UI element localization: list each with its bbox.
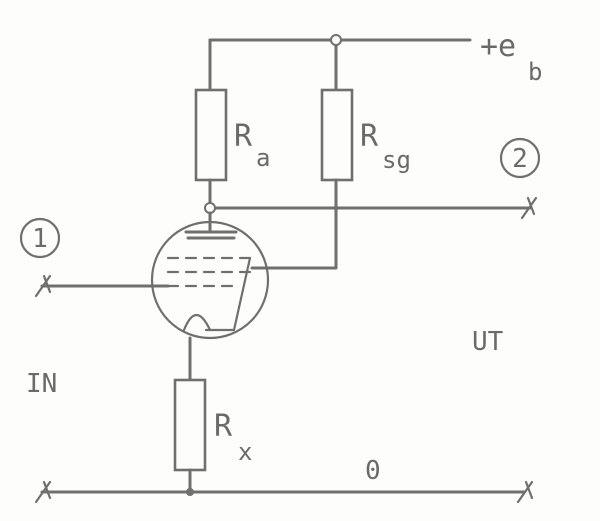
suppressor-link <box>204 256 252 332</box>
anode-resistor <box>194 88 228 207</box>
pentode-tube <box>150 220 270 382</box>
ground-node <box>186 488 194 496</box>
input-port-number: 1 <box>32 224 48 254</box>
cathode-resistor-subscript: x <box>238 438 252 466</box>
heater-arc <box>182 313 212 332</box>
input-line <box>34 274 170 298</box>
tube-envelope <box>150 220 270 340</box>
input-terminal-mark <box>34 274 52 298</box>
supply-subscript: b <box>528 58 542 86</box>
cathode-resistor-body <box>173 378 207 472</box>
screen-resistor-subscript: sg <box>382 146 411 174</box>
screen-resistor-symbol: R <box>360 119 379 154</box>
supply-label: +e <box>480 29 516 64</box>
screen-resistor-body <box>320 88 354 182</box>
output-port: 2 <box>499 137 541 179</box>
output-terminal-mark <box>520 196 538 220</box>
screen-resistor <box>250 88 354 270</box>
input-port: 1 <box>19 217 61 259</box>
cathode-resistor <box>173 378 207 492</box>
anode-resistor-symbol: R <box>234 119 253 154</box>
ground-right-terminal-mark <box>516 480 534 504</box>
output-line <box>204 196 538 234</box>
supply-rail <box>208 34 472 92</box>
cathode-resistor-symbol: R <box>214 409 233 444</box>
input-label: IN <box>26 369 57 399</box>
output-port-number: 2 <box>512 144 528 174</box>
anode-resistor-subscript: a <box>256 144 270 172</box>
ground-rail <box>34 480 534 504</box>
output-label: UT <box>472 327 504 357</box>
supply-node <box>330 34 342 46</box>
anode-resistor-body <box>194 88 228 182</box>
ground-left-terminal-mark <box>34 480 52 504</box>
ground-label: 0 <box>365 456 381 486</box>
